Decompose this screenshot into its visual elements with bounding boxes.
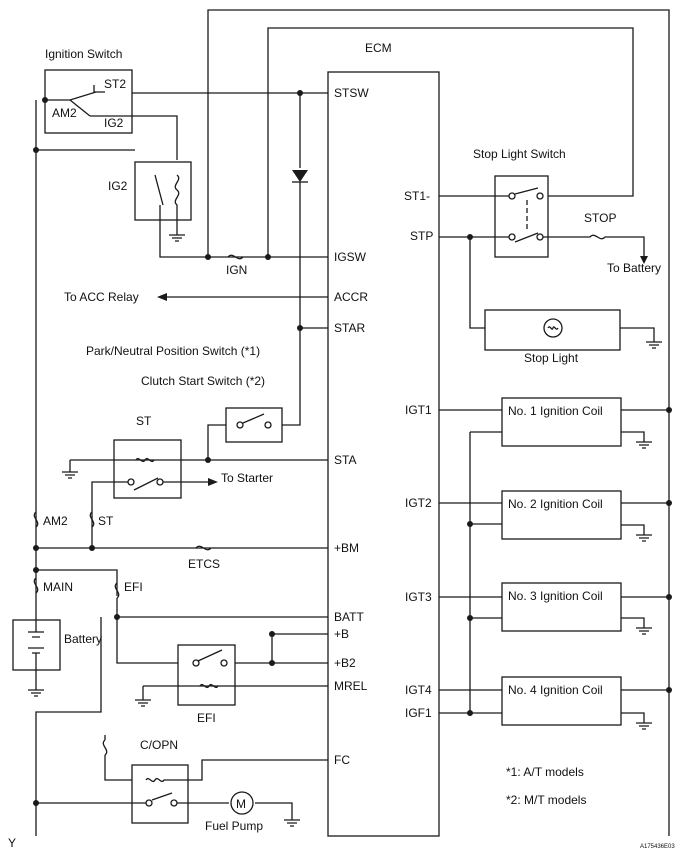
ignition-coil-2: No. 2 Ignition Coil (439, 490, 672, 542)
ign-fuse-label: IGN (226, 263, 247, 277)
ecm-pin-st1: ST1- (404, 189, 430, 203)
efi-relay-label: EFI (197, 711, 216, 725)
fuel-pump-motor-icon (230, 791, 254, 815)
ignition-coil-3: No. 3 Ignition Coil (439, 582, 672, 635)
ignition-switch-am2-label: AM2 (52, 106, 77, 120)
clutch-switch-label: Clutch Start Switch (*2) (141, 374, 265, 388)
battery-label: Battery (64, 632, 102, 646)
pn-switch-label: Park/Neutral Position Switch (*1) (86, 344, 260, 358)
efi-fuse-label: EFI (124, 580, 143, 594)
ecm-pin-igt1: IGT1 (405, 403, 432, 417)
ecm-pin-batt: BATT (334, 610, 364, 624)
note-2: *2: M/T models (506, 793, 586, 807)
coil-1-label: No. 1 Ignition Coil (508, 404, 603, 418)
main-fuse-label: MAIN (43, 580, 73, 594)
ignition-coil-1: No. 1 Ignition Coil (439, 397, 672, 449)
ecm-pin-bm: +BM (334, 541, 359, 555)
ig2-relay-label: IG2 (108, 179, 128, 193)
efi-relay-box (177, 644, 236, 706)
ecm-pin-stp: STP (410, 229, 433, 243)
to-starter-label: To Starter (221, 471, 273, 485)
stop-light-box (484, 309, 621, 351)
ignition-coil-4: No. 4 Ignition Coil (439, 676, 672, 730)
stop-light-switch-box (494, 175, 549, 258)
ecm-pin-igt3: IGT3 (405, 590, 432, 604)
stop-fuse-label: STOP (584, 211, 616, 225)
etcs-fuse-label: ETCS (188, 557, 220, 571)
copn-relay-box (131, 764, 189, 824)
ignition-switch-ig2-label: IG2 (104, 116, 124, 130)
bulb-icon (543, 318, 563, 338)
fuel-pump-label: Fuel Pump (205, 819, 263, 833)
st-fuse-label: ST (98, 514, 114, 528)
ecm-pin-star: STAR (334, 321, 365, 335)
am2-fuse-label: AM2 (43, 514, 68, 528)
diode-icon (292, 170, 308, 182)
stop-light-switch-title: Stop Light Switch (473, 147, 566, 161)
acc-relay-label: To ACC Relay (64, 290, 139, 304)
ecm-pin-b: +B (334, 627, 349, 641)
st-relay-box (113, 439, 182, 499)
motor-symbol: M (236, 797, 246, 811)
to-battery-label: To Battery (607, 261, 661, 275)
ecm-pin-igt4: IGT4 (405, 683, 432, 697)
arrow-down-icon (640, 256, 648, 264)
ecm-pin-sta: STA (334, 453, 356, 467)
copn-relay-label: C/OPN (140, 738, 178, 752)
ecm-pin-igf1: IGF1 (405, 706, 432, 720)
ecm-pin-mrel: MREL (334, 679, 368, 693)
ecm-title: ECM (365, 41, 392, 55)
figure-id: A175436E03 (640, 844, 675, 850)
ecm-pin-igt2: IGT2 (405, 496, 432, 510)
ground-y-label: Y (8, 836, 16, 850)
ecm-block (327, 71, 440, 837)
note-1: *1: A/T models (506, 765, 584, 779)
ignition-switch-title: Ignition Switch (45, 47, 122, 61)
ignition-switch-box (44, 69, 133, 134)
ig2-relay-box (134, 161, 192, 221)
ecm-pin-igsw: IGSW (334, 250, 367, 264)
coil-4-label: No. 4 Ignition Coil (508, 683, 603, 697)
ecm-pin-b2: +B2 (334, 656, 356, 670)
ignition-switch-st2-label: ST2 (104, 77, 126, 91)
clutch-switch-box (225, 407, 283, 443)
arrow-right-icon (208, 478, 218, 486)
ecm-pin-stsw: STSW (334, 86, 369, 100)
coil-2-label: No. 2 Ignition Coil (508, 497, 603, 511)
ecm-pin-accr: ACCR (334, 290, 368, 304)
st-relay-label: ST (136, 414, 152, 428)
stop-light-label: Stop Light (524, 351, 579, 365)
ecm-pin-fc: FC (334, 753, 350, 767)
arrow-left-icon (157, 293, 167, 301)
coil-3-label: No. 3 Ignition Coil (508, 589, 603, 603)
